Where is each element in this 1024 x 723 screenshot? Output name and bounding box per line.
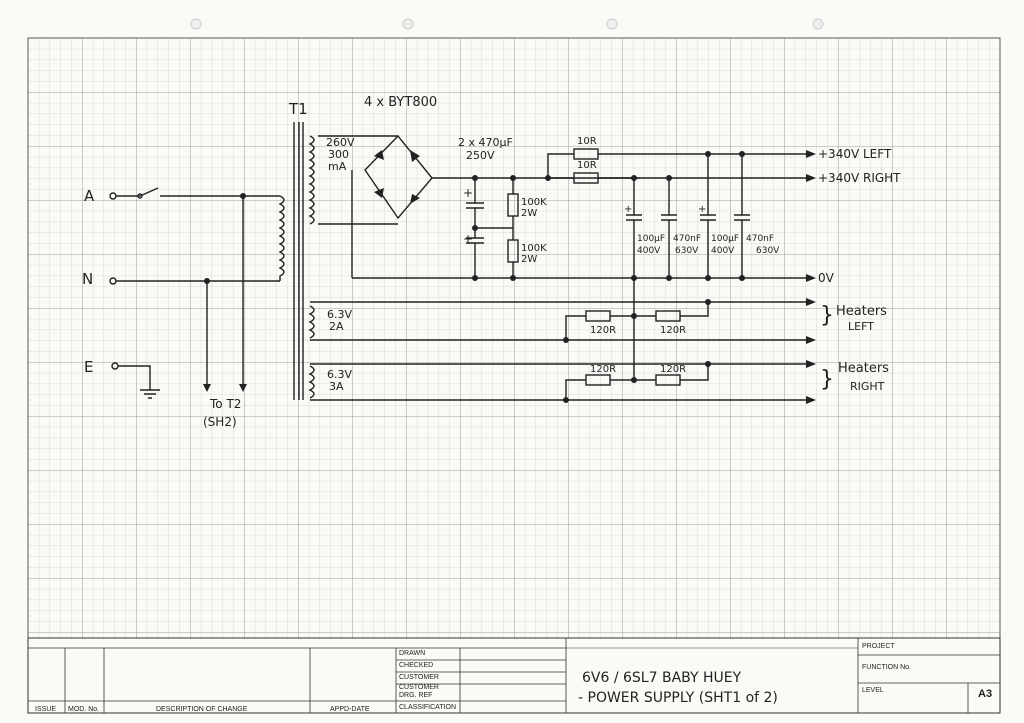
bleeder-2-power: 2W (521, 254, 537, 265)
tb-mod-no: MOD. No. (68, 706, 99, 713)
heater-left-r2: 120R (660, 325, 686, 336)
out-left-label: +340V LEFT (818, 147, 892, 161)
mains-e-label: E (84, 358, 93, 376)
heater-left-side: LEFT (848, 320, 874, 333)
heater-right: 120R 120R } Heaters RIGHT (310, 360, 889, 404)
mains-n-label: N (82, 270, 93, 288)
heater-right-voltage: 6.3V (327, 368, 352, 381)
svg-text:+: + (698, 204, 706, 215)
diode-icon (410, 194, 420, 204)
out-zero-label: 0V (818, 271, 835, 285)
tb-drawn: DRAWN (399, 650, 425, 657)
arrow-icon (239, 384, 247, 392)
earth-icon (118, 365, 160, 399)
diode-icon (374, 150, 384, 160)
heater-left-voltage: 6.3V (327, 308, 352, 321)
diode-icon (410, 150, 420, 162)
tb-checked: CHECKED (399, 662, 433, 669)
heater-left-label: Heaters (836, 304, 887, 319)
filter-caps-voltage: 250V (466, 149, 495, 162)
reservoir-section: 2 x 470µF 250V + + 100K 2W 100K 2W (458, 136, 547, 278)
tb-project: PROJECT (862, 643, 895, 650)
tb-customer: CUSTOMER (399, 674, 439, 681)
out-right-label: +340V RIGHT (818, 171, 901, 185)
filter-caps-label: 2 x 470µF (458, 136, 513, 149)
heater-right-label: Heaters (838, 361, 889, 376)
arrow-icon (203, 384, 211, 392)
to-t2-label: To T2 (209, 397, 241, 411)
svg-text:+: + (463, 232, 473, 246)
cap-3-voltage: 400V (711, 246, 735, 256)
cap-1-value: 100µF (637, 234, 665, 244)
tb-function-no: FUNCTION No. (862, 664, 911, 671)
arrow-icon (806, 336, 816, 344)
heater-resistor (655, 374, 681, 386)
drawing-title-1: 6V6 / 6SL7 BABY HUEY (582, 670, 742, 686)
heater-right-winding (308, 365, 315, 399)
diode-icon (374, 188, 384, 198)
bleeder-1-power: 2W (521, 208, 537, 219)
series-r-right: 10R (577, 160, 597, 171)
punch-holes (190, 18, 824, 30)
tb-issue: ISSUE (35, 706, 56, 713)
transformer-label: T1 (288, 100, 308, 118)
mains-a-label: A (84, 187, 95, 205)
heater-left-current: 2A (329, 320, 344, 333)
series-resistor (573, 148, 599, 160)
cap-4-value: 470nF (746, 234, 774, 244)
tb-description: DESCRIPTION OF CHANGE (156, 706, 248, 713)
switch-icon (137, 193, 143, 199)
heater-left-winding (308, 305, 315, 339)
hv-unit: mA (328, 160, 347, 173)
bleeder-2-value: 100K (521, 243, 547, 254)
heater-resistor (655, 310, 681, 322)
arrow-icon (806, 150, 816, 158)
cap-3-value: 100µF (711, 234, 739, 244)
arrow-icon (806, 174, 816, 182)
drawing-title-2: - POWER SUPPLY (SHT1 of 2) (578, 690, 778, 706)
cap-1-voltage: 400V (637, 246, 661, 256)
graph-grid (27, 37, 1001, 645)
heater-left: 120R 120R } Heaters LEFT (310, 298, 887, 344)
heater-right-current: 3A (329, 380, 344, 393)
heater-right-side: RIGHT (850, 380, 885, 393)
arrow-icon (806, 274, 816, 282)
heater-resistor (585, 374, 611, 386)
tb-classification: CLASSIFICATION (399, 704, 456, 711)
cap-4-voltage: 630V (756, 246, 780, 256)
hv-outputs: 10R 10R +340V LEFT +340V RIGHT + + 100µF… (352, 136, 901, 380)
title-block: DRAWN CHECKED CUSTOMER CUSTOMER DRG. REF… (27, 637, 1001, 714)
heater-right-r1: 120R (590, 364, 616, 375)
primary-winding (278, 195, 285, 281)
heater-resistor (585, 310, 611, 322)
tb-size: A3 (978, 688, 992, 700)
bleeder-1-value: 100K (521, 197, 547, 208)
transformer-t1: T1 260V 300 mA 6.3V 2A 6.3V 3A (278, 100, 355, 400)
mains-input: A N E To T2 (SH2) (82, 187, 280, 429)
tb-level: LEVEL (862, 687, 884, 694)
arrow-icon (806, 360, 816, 368)
diodes-label: 4 x BYT800 (364, 95, 437, 110)
tb-appd-date: APPD-DATE (330, 706, 370, 713)
hv-voltage: 260V (326, 136, 355, 149)
series-r-left: 10R (577, 136, 597, 147)
svg-text:}: } (820, 367, 834, 392)
cap-2-value: 470nF (673, 234, 701, 244)
arrow-icon (806, 298, 816, 306)
arrow-icon (806, 396, 816, 404)
heater-right-r2: 120R (660, 364, 686, 375)
svg-text:}: } (820, 303, 834, 328)
hv-winding (308, 135, 315, 225)
hv-current: 300 (328, 148, 349, 161)
svg-text:+: + (624, 204, 632, 215)
svg-text:+: + (463, 186, 473, 200)
cap-2-voltage: 630V (675, 246, 699, 256)
tb-customer-drg-2: DRG. REF (399, 692, 432, 699)
tb-customer-drg-1: CUSTOMER (399, 684, 439, 691)
to-t2-sheet: (SH2) (203, 415, 237, 429)
heater-left-r1: 120R (590, 325, 616, 336)
